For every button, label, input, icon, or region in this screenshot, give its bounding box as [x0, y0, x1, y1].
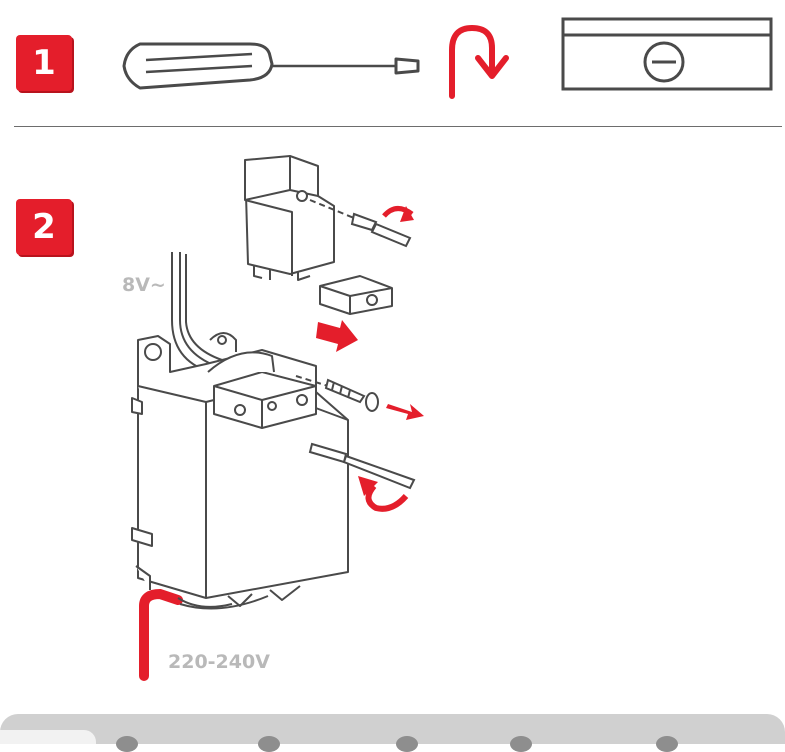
transformer: [131, 332, 349, 607]
section-divider: [14, 126, 782, 127]
upper-screwdriver: [309, 199, 412, 248]
step-2-badge: 2: [16, 199, 72, 255]
upper-rotate-arrowhead: [400, 206, 414, 222]
push-arrow-icon: [316, 320, 358, 352]
low-voltage-label: 8V~: [122, 274, 166, 296]
mains-voltage-label: 220-240V: [168, 651, 270, 673]
rotate-arrow-icon: [449, 24, 509, 99]
low-voltage-wires: [171, 252, 223, 373]
bottom-dot: [396, 736, 418, 752]
lower-rotate-arrow: [365, 484, 409, 512]
screw-slot-icon: [561, 17, 773, 91]
bottom-dot: [116, 736, 138, 752]
lower-rotate-arrowhead: [358, 476, 378, 496]
screwdriver-icon: [122, 42, 420, 90]
mounting-screw: [295, 375, 379, 412]
bottom-dot: [656, 736, 678, 752]
screw-push-arrow: [386, 404, 424, 420]
bottom-dot: [510, 736, 532, 752]
lower-screwdriver: [308, 442, 416, 490]
upper-unit: [244, 155, 335, 281]
bottom-tab: [0, 730, 96, 744]
terminal-block: [319, 275, 393, 315]
step-1-badge: 1: [16, 35, 72, 91]
mains-wire: [139, 588, 269, 681]
bottom-dot: [258, 736, 280, 752]
